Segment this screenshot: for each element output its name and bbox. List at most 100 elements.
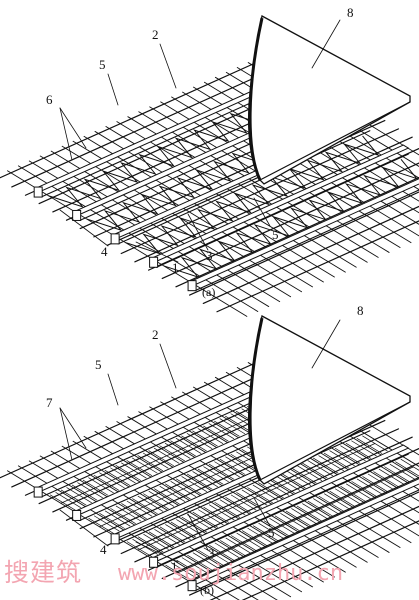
slab-front-edge [259, 101, 411, 181]
transverse-bar [138, 411, 379, 558]
longitudinal-bar [11, 361, 290, 488]
label-5: 5 [99, 57, 106, 72]
label-7: 7 [46, 395, 53, 410]
caption-a: (a) [202, 285, 215, 299]
concrete-slab [247, 15, 411, 185]
leader-line [135, 241, 179, 263]
wave-bar [163, 159, 419, 278]
rib-edge [117, 130, 371, 245]
leader-line [59, 407, 73, 461]
longitudinal-bar [175, 176, 419, 288]
transverse-bar [83, 135, 324, 283]
transverse-bar [105, 426, 346, 573]
leader-line [311, 19, 341, 69]
transverse-bar [50, 450, 292, 598]
rib-edge [156, 453, 409, 568]
longitudinal-bar [202, 205, 419, 305]
leader-line [253, 197, 271, 227]
transverse-bar [61, 445, 303, 593]
transverse-bar [39, 455, 278, 600]
transverse-bar [193, 386, 419, 525]
transverse-bar [116, 421, 357, 568]
rib-cap [187, 580, 197, 592]
mesh-bar [137, 443, 376, 551]
transverse-bar [182, 391, 419, 537]
leader-line [187, 513, 209, 551]
longitudinal-bar [161, 162, 419, 280]
leader-line [59, 107, 87, 149]
leader-line [59, 407, 87, 449]
rib-edge [156, 153, 409, 268]
transverse-bar [72, 440, 313, 588]
rib-cap [187, 280, 197, 292]
rib-edge [194, 489, 419, 592]
figure-b [0, 315, 419, 600]
transverse-bar [28, 460, 259, 600]
label-2: 2 [152, 27, 159, 42]
leader-line [135, 541, 179, 563]
transverse-bar [72, 140, 313, 288]
rib-cap [72, 209, 82, 221]
leader-line [107, 73, 119, 106]
leader-line [253, 497, 271, 527]
label-3: 3 [206, 248, 213, 263]
leader-line [59, 107, 73, 161]
leader-line [311, 319, 341, 369]
leader-line [59, 209, 109, 247]
rib-cap [110, 533, 120, 545]
transverse-bar [94, 130, 335, 278]
longitudinal-bar [147, 447, 419, 571]
rib-cap [33, 486, 43, 498]
transverse-bar [17, 465, 240, 600]
label-5: 5 [268, 525, 275, 540]
longitudinal-bar [120, 428, 400, 555]
longitudinal-bar [11, 61, 290, 188]
longitudinal-bar [147, 147, 419, 271]
longitudinal-bar [134, 136, 413, 263]
transverse-bar [94, 430, 335, 578]
label-5: 5 [272, 227, 279, 242]
slab-cut-edge [248, 17, 264, 181]
transverse-bar [127, 416, 368, 563]
transverse-bar [105, 126, 346, 273]
longitudinal-bar [161, 462, 419, 580]
transverse-bar [83, 435, 324, 583]
rib-cap [110, 233, 120, 245]
longitudinal-bar [175, 476, 419, 588]
label-8: 8 [347, 5, 354, 20]
transverse-bar [138, 111, 379, 258]
longitudinal-bar [209, 505, 419, 600]
transverse-bar [203, 81, 419, 214]
transverse-bar [6, 470, 221, 600]
label-5: 5 [95, 357, 102, 372]
transverse-bar [203, 381, 419, 514]
label-6: 6 [46, 92, 53, 107]
transverse-bar [193, 86, 419, 225]
longitudinal-bar [0, 53, 276, 179]
leader-line [59, 509, 109, 547]
rib-edge [194, 189, 419, 292]
figure-a [0, 15, 419, 317]
longitudinal-bar [0, 353, 276, 479]
transverse-bar [182, 91, 419, 237]
rib-cap [149, 256, 159, 268]
label-3: 3 [208, 546, 215, 561]
longitudinal-bar [241, 520, 419, 600]
rib-cap [72, 509, 82, 521]
slab-front-edge [259, 401, 411, 481]
caption-b: (b) [200, 583, 214, 597]
transverse-bar [50, 150, 292, 298]
mesh-bar [175, 466, 414, 574]
label-2: 2 [152, 327, 159, 342]
leader-line [159, 43, 177, 89]
label-4: 4 [101, 244, 108, 259]
rib-cap [33, 186, 43, 198]
longitudinal-bar [189, 491, 419, 596]
wave-bar [125, 135, 380, 255]
longitudinal-bar [216, 220, 419, 313]
longitudinal-bar [189, 191, 419, 296]
label-1: 1 [172, 260, 179, 275]
leader-line [187, 213, 209, 251]
label-8: 8 [357, 303, 364, 318]
